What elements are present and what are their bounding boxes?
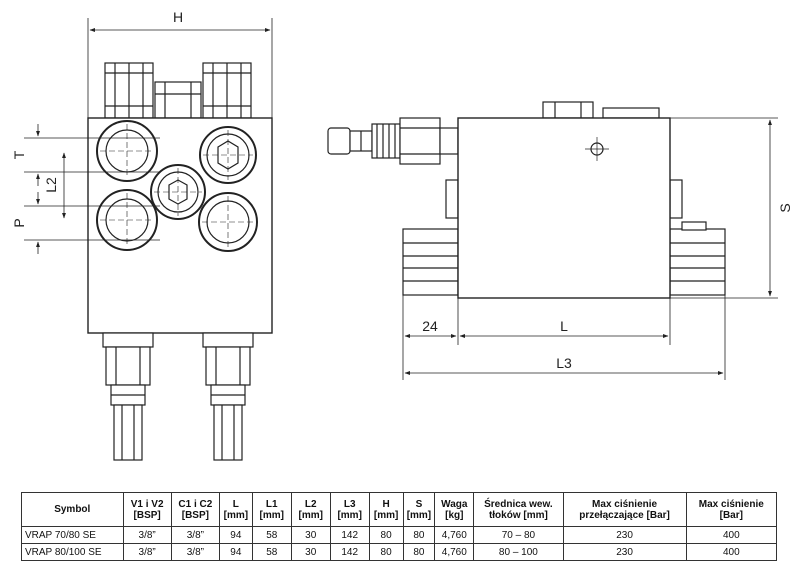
table-cell: 142 [329,526,370,544]
dim-label-l: L [560,318,568,334]
dim-label-l3: L3 [556,355,572,371]
side-top-nut [542,101,660,119]
table-cell: 80 – 100 [473,543,564,561]
table-header-row: Symbol V1 i V2[BSP] C1 i C2[BSP] L[mm] L… [21,492,778,527]
col-s: S[mm] [402,492,436,527]
front-view [87,62,273,461]
table-cell: 230 [562,543,687,561]
top-fitting-right [202,62,252,119]
dim-label-24: 24 [422,318,438,334]
bottom-fitting-right [202,332,254,461]
col-l: L[mm] [218,492,253,527]
table-cell: 142 [329,543,370,561]
mounting-hole [585,137,609,161]
dim-label-s: S [777,203,793,212]
table-cell: 80 [368,543,404,561]
table-cell: 4,760 [434,543,475,561]
dim-label-l2: L2 [43,177,59,193]
table-cell: 400 [685,543,778,561]
top-center-nut [154,81,202,119]
table-cell: VRAP 70/80 SE [21,526,124,544]
dim-label-h: H [173,9,183,25]
port-bottom-left [96,189,158,251]
table-cell: 80 [368,526,404,544]
col-l1: L1[mm] [251,492,292,527]
table-row: VRAP 80/100 SE 3/8” 3/8” 94 58 30 142 80… [21,543,778,561]
spec-table: Symbol V1 i V2[BSP] C1 i C2[BSP] L[mm] L… [21,492,778,561]
table-cell: 3/8” [122,543,172,561]
table-cell: 3/8” [170,526,220,544]
table-cell: 230 [562,526,687,544]
port-center [150,164,206,220]
front-dimensions [24,18,273,254]
table-cell: 30 [290,526,331,544]
side-view [327,101,726,299]
valve-body-front [87,117,273,334]
table-cell: 94 [218,543,253,561]
col-l2: L2[mm] [290,492,331,527]
side-spigot [327,117,459,165]
table-cell: VRAP 80/100 SE [21,543,124,561]
col-waga: Waga[kg] [434,492,475,527]
table-cell: 3/8” [122,526,172,544]
port-bottom-right [198,192,258,252]
dim-label-p: P [11,218,27,227]
table-cell: 58 [251,526,292,544]
col-v1-v2: V1 i V2[BSP] [122,492,172,527]
dim-label-t: T [11,150,27,159]
table-cell: 30 [290,543,331,561]
col-max-cisnienie: Max ciśnienie[Bar] [685,492,778,527]
table-cell: 80 [402,543,436,561]
side-dimensions [402,117,778,380]
col-c1-c2: C1 i C2[BSP] [170,492,220,527]
table-cell: 80 [402,526,436,544]
table-row: VRAP 70/80 SE 3/8” 3/8” 94 58 30 142 80 … [21,526,778,544]
col-srednica: Średnica wew.tłoków [mm] [473,492,564,527]
table-cell: 94 [218,526,253,544]
table-cell: 70 – 80 [473,526,564,544]
table-cell: 4,760 [434,526,475,544]
valve-body-side [457,117,671,299]
table-cell: 400 [685,526,778,544]
side-lower-fittings [402,179,726,296]
port-top-right [199,126,257,184]
bottom-fitting-left [102,332,154,461]
top-fitting-left [104,62,154,119]
col-symbol: Symbol [21,492,124,527]
table-cell: 3/8” [170,543,220,561]
col-h: H[mm] [368,492,404,527]
col-l3: L3[mm] [329,492,370,527]
table-cell: 58 [251,543,292,561]
technical-drawing: H T L2 P [11,9,793,461]
